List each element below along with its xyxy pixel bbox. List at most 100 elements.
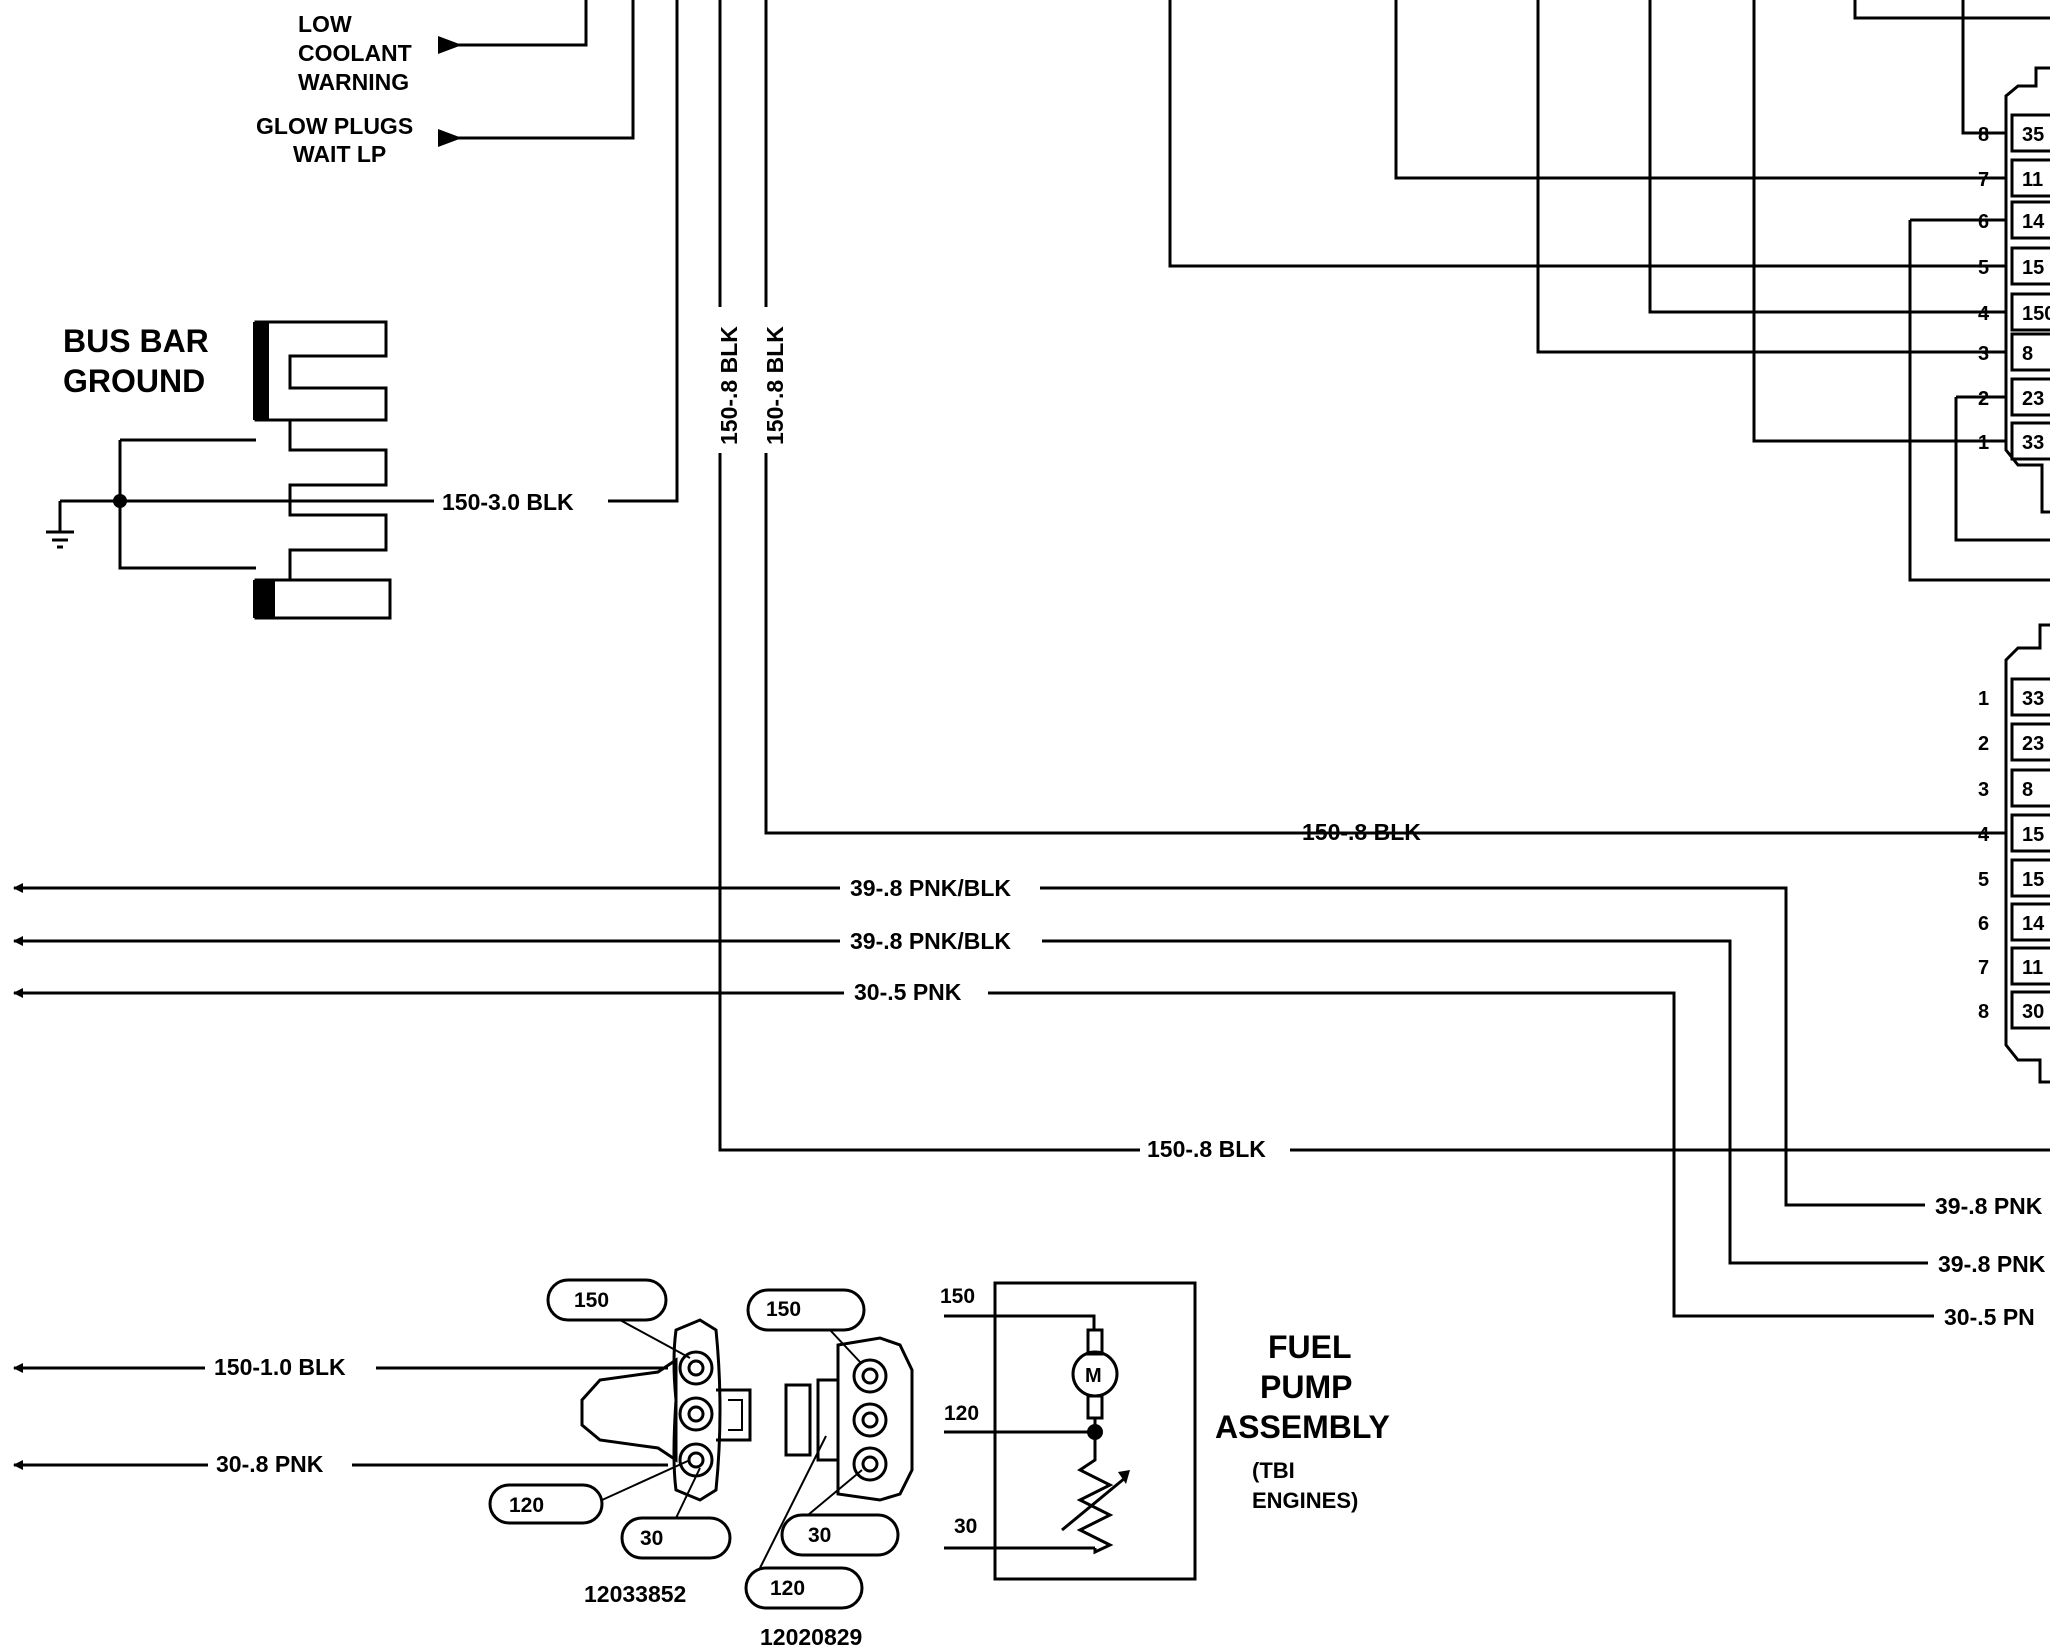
top-connector-cavity-number: 14 [2022,211,2045,233]
vertical-label-1-bg [713,307,743,453]
feed-wire-pin3 [1536,0,2006,354]
bottom-connector-cavity-number: 30 [2022,1001,2044,1023]
ground-main-label-bg [434,484,608,518]
connector-b-cavity-2 [852,1402,888,1438]
low-coolant-label-1: LOW [298,11,352,37]
bottom-connector-cavity-number: 15 [2022,824,2044,846]
tag-b-120-text: 120 [770,1577,805,1600]
tag-b-30 [780,1513,900,1557]
bottom-connector-cavity-number: 8 [2022,779,2033,801]
bottom-connector-cavity [2010,902,2050,942]
top-connector-cavity [2010,421,2050,461]
connector-a: 150 120 30 12033852 [488,1278,752,1607]
vertical-wire-1-label: 150-.8 BLK [716,326,742,445]
pnk-wire-1-label: 30-.5 PNK [854,979,962,1005]
connector-a-cavity-1 [678,1350,714,1386]
top-connector-housing [2004,66,2050,514]
low-coolant-arrow-icon [438,36,462,54]
bottom-connector-pin-number: 5 [1978,869,1989,891]
top-connector-pin-number: 7 [1978,169,1989,191]
feed-wire-pin5 [1168,0,2006,268]
top-connector-cavity-number: 23 [2022,388,2044,410]
top-connector-cavity [2010,200,2050,240]
fuel-pump-note-1: (TBI [1252,1458,1295,1483]
connector-a-cavity-3-inner [687,1451,705,1469]
right-pnk-wire-2-label: 39-.8 PNK [1938,1251,2046,1277]
top-connector-pin-row: 7 11 [1978,158,2050,198]
top-connector-cavity [2010,377,2050,417]
connector-b: 150 30 120 12020829 [744,1288,914,1648]
bottom-connector-cavity-number: 23 [2022,733,2044,755]
motor-brush-top [1086,1328,1104,1356]
connector-b-part-number: 12020829 [760,1624,862,1648]
vertical-label-2-bg [759,307,789,453]
top-connector-cavity [2010,332,2050,372]
connector-a-tab-inner [728,1399,743,1431]
bottom-connector-pin-number: 3 [1978,779,1989,801]
top-connector-cavity-number: 15 [2022,257,2044,279]
top-connector-pin-number: 4 [1978,303,1990,325]
motor-brush-bottom [1086,1394,1104,1420]
low-coolant-wire [440,0,588,47]
connector-a-part-number: 12033852 [584,1581,686,1607]
vertical-wire-1 [718,0,1140,1152]
low-coolant-label-2: COOLANT [298,40,412,66]
feed-wire-pin2 [1954,395,2050,542]
top-connector-pin-row: 6 14 [1978,200,2050,240]
top-connector-pin-number: 6 [1978,211,1989,233]
feed-wire-pin7 [1394,0,2006,180]
feed-wire-pin6 [1908,218,2050,582]
connector-a-cavity-2-inner [687,1405,705,1423]
top-connector-pin-number: 1 [1978,432,1989,454]
feed-wire-top [1853,0,2050,20]
sender-wiper-arrow [1061,1476,1126,1532]
bottom-connector-pin-number: 8 [1978,1001,1989,1023]
tag-a-150 [546,1278,668,1322]
top-connector-cavity [2010,246,2050,286]
bus-bar-upper-shape [254,320,388,422]
tag-b-30-text: 30 [808,1524,831,1547]
connector-b-side-tab [784,1383,812,1457]
feed-wire-pin4 [1648,0,2006,314]
glow-plugs-indicator: GLOW PLUGS WAIT LP [256,0,635,167]
connector-b-cavity-1 [852,1358,888,1394]
pnk-wire-1 [14,993,1934,1318]
top-connector-pin-number: 8 [1978,124,1989,146]
feed-wire-pin8 [1961,0,2006,135]
connector-b-leaders [759,1329,863,1569]
connector-a-cavity-2 [678,1396,714,1432]
top-connector-pin-number: 3 [1978,343,1989,365]
bottom-connector-cavity-number: 14 [2022,913,2045,935]
tag-a-120 [488,1483,604,1525]
connector-a-housing [672,1318,722,1502]
pnk-blk-wire-1-label: 39-.8 PNK/BLK [850,875,1011,901]
bus-bar-lower-block [253,580,275,618]
ground-symbol-icon [46,501,74,549]
connector-b-cavity-3-inner [861,1455,879,1473]
tag-a-120-text: 120 [509,1494,544,1517]
pnk-blk-wire-2 [14,941,1928,1265]
top-connector-cavity [2010,113,2050,153]
tag-a-30-text: 30 [640,1527,663,1550]
connector-b-cavity-3 [852,1446,888,1482]
fuel-pump-term-150: 150 [940,1285,975,1308]
bus-bar-ground: BUS BAR GROUND [46,320,442,620]
connector-b-latch [816,1378,838,1462]
pnk-blk-wire-2-label: 39-.8 PNK/BLK [850,928,1011,954]
top-connector-cavity-number: 11 [2022,169,2043,191]
connector-b-housing [836,1336,914,1502]
fuel-pump-150-lead [944,1314,1096,1330]
low-coolant-label-3: WARNING [298,69,409,95]
bottom-connector-cavity-number: 11 [2022,957,2043,979]
glow-plugs-label-2: WAIT LP [293,141,386,167]
top-connector-cavity [2010,158,2050,198]
